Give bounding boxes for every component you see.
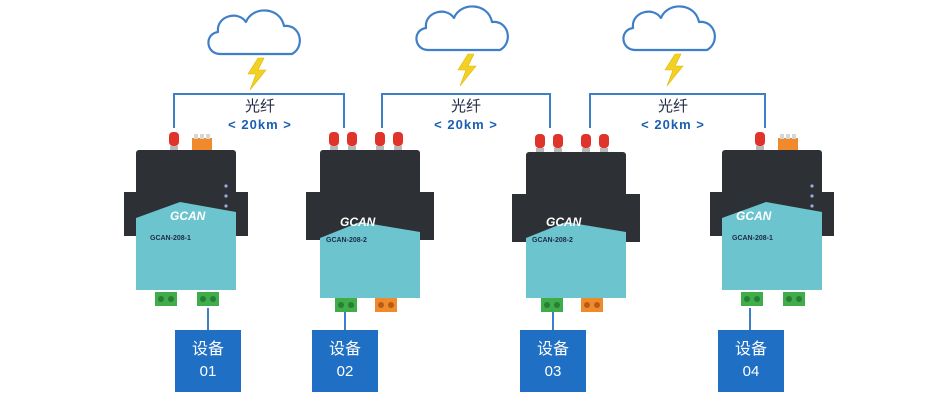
device-1: GCAN GCAN-208-1 bbox=[124, 132, 248, 306]
link-medium: 光纤 bbox=[244, 98, 275, 115]
link-label-3: 光纤 < 20km > bbox=[613, 98, 733, 134]
device-number: 03 bbox=[544, 363, 562, 380]
device-number: 01 bbox=[199, 363, 217, 380]
cloud-icon bbox=[622, 5, 716, 52]
fiber-line-3 bbox=[589, 93, 766, 128]
lightning-icon bbox=[457, 53, 477, 87]
device-name: 设备 bbox=[328, 341, 361, 358]
link-distance: < 20km > bbox=[641, 117, 705, 132]
device-name: 设备 bbox=[536, 341, 569, 358]
link-label-1: 光纤 < 20km > bbox=[200, 98, 320, 134]
link-medium: 光纤 bbox=[450, 98, 481, 115]
device-model: GCAN-208-1 bbox=[732, 235, 773, 242]
device-number: 04 bbox=[742, 363, 760, 380]
fiber-line-1 bbox=[173, 93, 345, 128]
device-name: 设备 bbox=[191, 341, 224, 358]
device-brand: GCAN bbox=[546, 215, 582, 229]
device-label-04: 设备 04 bbox=[718, 330, 784, 392]
fiber-line-2 bbox=[381, 93, 551, 128]
device-model: GCAN-208-2 bbox=[532, 237, 573, 244]
link-distance: < 20km > bbox=[228, 117, 292, 132]
device-brand: GCAN bbox=[736, 209, 772, 223]
device-3: GCAN GCAN-208-2 bbox=[512, 134, 640, 312]
device-number: 02 bbox=[336, 363, 354, 380]
lightning-icon bbox=[664, 53, 684, 87]
device-label-03: 设备 03 bbox=[520, 330, 586, 392]
lightning-icon bbox=[247, 57, 267, 91]
device-brand: GCAN bbox=[340, 215, 376, 229]
device-model: GCAN-208-1 bbox=[150, 235, 191, 242]
device-label-01: 设备 01 bbox=[175, 330, 241, 392]
cloud-icon bbox=[207, 9, 301, 56]
link-medium: 光纤 bbox=[657, 98, 688, 115]
device-brand: GCAN bbox=[170, 209, 206, 223]
device-model: GCAN-208-2 bbox=[326, 237, 367, 244]
link-label-2: 光纤 < 20km > bbox=[406, 98, 526, 134]
link-distance: < 20km > bbox=[434, 117, 498, 132]
device-name: 设备 bbox=[734, 341, 767, 358]
cloud-icon bbox=[415, 5, 509, 52]
device-label-02: 设备 02 bbox=[312, 330, 378, 392]
device-4: GCAN GCAN-208-1 bbox=[710, 132, 834, 306]
device-2: GCAN GCAN-208-2 bbox=[306, 132, 434, 312]
